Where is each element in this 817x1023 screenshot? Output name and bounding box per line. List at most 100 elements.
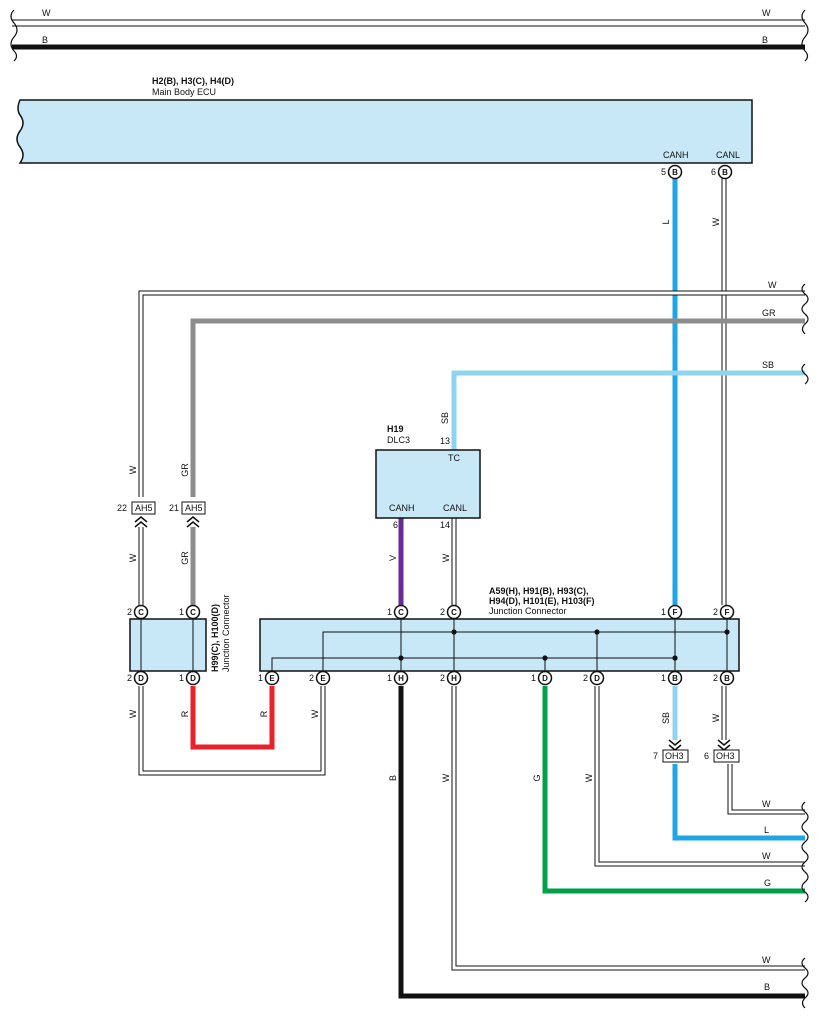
top-b-label-left: B <box>42 35 48 45</box>
jc-big-e2-number: 2 <box>309 673 314 683</box>
dlc3-canh-pin: 6 <box>393 520 398 530</box>
label-gr-ah5-bottom: GR <box>180 551 190 565</box>
dlc3-canl-pin: 14 <box>440 520 450 530</box>
ecu-canl-pin: B6 <box>711 164 733 180</box>
oh3-label-b: OH3 <box>716 751 735 761</box>
label-w-top-right: W <box>768 280 777 290</box>
wires <box>138 178 805 999</box>
label-w-dlc3: W <box>441 553 451 562</box>
wire-gr-ah5-21 <box>190 318 805 497</box>
label-r-jc-e1: R <box>259 710 269 717</box>
dlc3-name: DLC3 <box>387 435 410 445</box>
jc-small-d1-letter: D <box>190 674 196 683</box>
jc-big-f1-number: 1 <box>661 607 666 617</box>
wire-sb-dlc3-tc <box>451 370 805 450</box>
jc-big-d1: D1 <box>531 670 553 686</box>
label-g-d1: G <box>532 774 542 781</box>
jc-big-b1-number: 1 <box>661 673 666 683</box>
ah5-connectors: AH5 22 AH5 21 <box>117 501 206 528</box>
jc-small-d1-number: 1 <box>179 673 184 683</box>
jc-big-h2-letter: H <box>451 674 457 683</box>
jc-big-b2: B2 <box>713 670 735 686</box>
jc-big-b2-number: 2 <box>713 673 718 683</box>
jc-big-h1-letter: H <box>398 674 404 683</box>
jc-small-c1: C1 <box>179 604 201 620</box>
top-bus: W W B B <box>10 8 809 62</box>
label-sb-dlc3: SB <box>440 412 450 424</box>
wire-w-d2 <box>594 686 805 867</box>
ecu-name: Main Body ECU <box>152 87 216 97</box>
ecu-canh-pin: B5 <box>661 164 683 180</box>
jc-big-d1-letter: D <box>542 674 548 683</box>
jc-big-f1-letter: F <box>673 608 678 617</box>
ecu-title: H2(B), H3(C), H4(D) <box>152 76 234 86</box>
label-w-h2: W <box>441 773 451 782</box>
jc-big-title-1: A59(H), H91(B), H93(C), <box>489 586 589 596</box>
jc-small-name: Junction Connector <box>221 594 231 672</box>
top-b-label-right: B <box>762 35 768 45</box>
ah5-label-a: AH5 <box>135 503 153 513</box>
jc-big-b2-letter: B <box>724 674 730 683</box>
jc-big-c2-number: 2 <box>440 607 445 617</box>
wire-r-jc-d1-to-e1 <box>190 686 275 750</box>
dlc3-box: H19 DLC3 TC 13 CANH CANL 6 14 <box>375 424 481 530</box>
jc-big-e2: E2 <box>309 670 331 686</box>
wire-g-d1 <box>542 686 805 894</box>
jc-small-d2-number: 2 <box>127 673 132 683</box>
jc-small-d1: D1 <box>179 670 201 686</box>
label-w-b2: W <box>711 713 721 722</box>
dlc3-tc-pin: 13 <box>440 436 450 446</box>
jc-big-c2-letter: C <box>451 608 457 617</box>
right-breaks <box>801 283 809 1009</box>
ecu-canl-pin-number: 6 <box>711 167 716 177</box>
label-w-ah5-top: W <box>128 465 138 474</box>
label-l-out: L <box>764 825 769 835</box>
jc-big-e1: E1 <box>258 670 280 686</box>
jc-big-b1-letter: B <box>672 674 678 683</box>
jc-big-f2: F2 <box>713 604 735 620</box>
oh3-label-a: OH3 <box>665 751 684 761</box>
label-w-out-2: W <box>762 851 771 861</box>
jc-big-c1: C1 <box>387 604 409 620</box>
jc-big-h1-number: 1 <box>387 673 392 683</box>
wire-w-ah5-22 <box>138 290 805 497</box>
oh3-connectors: OH3 7 OH3 6 <box>653 739 740 763</box>
label-sb-b1: SB <box>661 712 671 724</box>
label-g-out: G <box>764 878 771 888</box>
ecu-canl-pin-letter: B <box>722 168 728 177</box>
jc-big-name: Junction Connector <box>489 606 567 616</box>
label-l-ecu: L <box>661 219 671 224</box>
jc-small-d2: D2 <box>127 670 149 686</box>
jc-big-h2-number: 2 <box>440 673 445 683</box>
label-b-out: B <box>764 982 770 992</box>
jc-big-d2: D2 <box>583 670 605 686</box>
jc-big-h2: H2 <box>440 670 462 686</box>
label-v-dlc3: V <box>388 555 398 561</box>
ecu-canh-label: CANH <box>663 150 689 160</box>
top-w-label-right: W <box>762 8 771 18</box>
jc-big-e1-letter: E <box>269 674 275 683</box>
dlc3-canl-label: CANL <box>443 503 467 513</box>
jc-big-h1: H1 <box>387 670 409 686</box>
jc-big-b1: B1 <box>661 670 683 686</box>
dlc3-tc-label: TC <box>448 453 460 463</box>
jc-small-c1-letter: C <box>190 608 196 617</box>
jc-big-f1: F1 <box>661 604 683 620</box>
wire-w-jc-d2-to-e2 <box>138 686 326 776</box>
jc-big-f2-number: 2 <box>713 607 718 617</box>
ecu-canh-pin-letter: B <box>672 168 678 177</box>
label-w-ecu: W <box>711 217 721 226</box>
jc-big-c1-letter: C <box>398 608 404 617</box>
label-gr-right: GR <box>762 308 776 318</box>
ecu-canh-pin-number: 5 <box>661 167 666 177</box>
label-w-ah5-bottom: W <box>128 553 138 562</box>
label-w-d2: W <box>584 773 594 782</box>
jc-big-d1-number: 1 <box>531 673 536 683</box>
jc-big-e2-letter: E <box>320 674 326 683</box>
label-gr-ah5-top: GR <box>180 463 190 477</box>
main-body-ecu: H2(B), H3(C), H4(D) Main Body ECU CANH C… <box>16 76 753 164</box>
label-w-jc-e2: W <box>310 709 320 718</box>
